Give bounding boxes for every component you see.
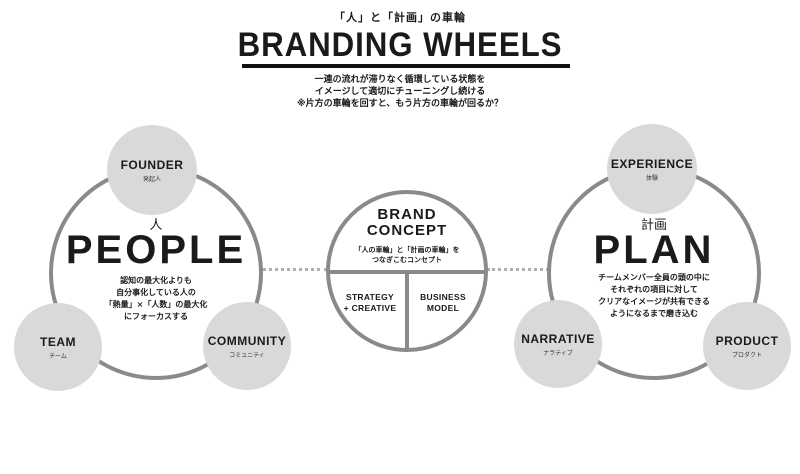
community-node: COMMUNITY コミュニティ bbox=[203, 302, 291, 390]
plan-title: PLAN bbox=[593, 228, 715, 272]
founder-node: FOUNDER 発起人 bbox=[107, 125, 197, 215]
brand-concept-title-line: BRAND bbox=[377, 206, 437, 223]
experience-node: EXPERIENCE 体験 bbox=[607, 124, 697, 214]
strategy-creative-line: STRATEGY bbox=[345, 292, 395, 302]
brand-concept-title: BRAND CONCEPT bbox=[326, 207, 488, 239]
connector-left bbox=[262, 268, 328, 271]
narrative-node: NARRATIVE ナラティブ bbox=[514, 300, 602, 388]
experience-jp-label: 体験 bbox=[645, 174, 658, 182]
people-description-line: にフォーカスする bbox=[124, 312, 188, 321]
brand-concept-subtitle-line: 「人の車輪」と「計画の車輪」を bbox=[354, 246, 460, 254]
product-node: PRODUCT プロダクト bbox=[703, 302, 791, 390]
description-line: イメージして適切にチューニングし続ける bbox=[314, 87, 486, 97]
strategy-creative-line: + CREATIVE bbox=[343, 303, 397, 313]
plan-description-line: チームメンバー全員の頭の中に bbox=[598, 273, 710, 282]
business-model-line: MODEL bbox=[426, 303, 460, 313]
people-title: PEOPLE bbox=[65, 228, 247, 272]
experience-label: EXPERIENCE bbox=[610, 156, 694, 171]
founder-label: FOUNDER bbox=[120, 157, 184, 172]
product-label: PRODUCT bbox=[715, 333, 779, 348]
brand-concept-subtitle-line: つなぎこむコンセプト bbox=[372, 256, 442, 264]
product-jp-label: プロダクト bbox=[731, 351, 762, 359]
description: 一連の流れが滞りなく循環している状態を イメージして適切にチューニングし続ける … bbox=[0, 74, 800, 110]
community-jp-label: コミュニティ bbox=[229, 351, 265, 359]
business-model-line: BUSINESS bbox=[420, 292, 466, 302]
founder-jp-label: 発起人 bbox=[142, 175, 161, 183]
people-description-line: 自分事化している人の bbox=[116, 288, 196, 297]
diagram-title: BRANDING WHEELS bbox=[237, 26, 563, 64]
people-kanji: 人 bbox=[149, 218, 163, 233]
narrative-jp-label: ナラティブ bbox=[543, 349, 573, 357]
people-description-line: 認知の最大化よりも bbox=[120, 276, 192, 285]
brand-concept-subtitle: 「人の車輪」と「計画の車輪」を つなぎこむコンセプト bbox=[326, 245, 488, 265]
team-node: TEAM チーム bbox=[14, 303, 102, 391]
description-line: ※片方の車輪を回すと、もう片方の車輪が回るか？ bbox=[296, 99, 504, 109]
business-model-label: BUSINESS MODEL bbox=[408, 292, 478, 314]
plan-description-line: ようになるまで磨き込む bbox=[610, 309, 698, 318]
title-underline bbox=[242, 64, 570, 68]
community-label: COMMUNITY bbox=[207, 333, 287, 348]
brand-concept-title-line: CONCEPT bbox=[366, 222, 448, 239]
plan-description: チームメンバー全員の頭の中に それぞれの項目に対して クリアなイメージが共有でき… bbox=[547, 272, 761, 320]
plan-description-line: それぞれの項目に対して bbox=[610, 285, 698, 294]
team-jp-label: チーム bbox=[49, 352, 67, 360]
concept-divider-vertical bbox=[405, 272, 409, 350]
people-description: 認知の最大化よりも 自分事化している人の 「熱量」×「人数」の最大化 にフォーカ… bbox=[49, 275, 263, 323]
narrative-label: NARRATIVE bbox=[521, 331, 595, 346]
plan-kanji: 計画 bbox=[640, 218, 667, 233]
people-description-line: 「熱量」×「人数」の最大化 bbox=[104, 300, 208, 309]
connector-right bbox=[487, 268, 549, 271]
plan-description-line: クリアなイメージが共有できる bbox=[598, 297, 710, 306]
team-label: TEAM bbox=[40, 334, 76, 349]
diagram-subtitle: 「人」と「計画」の車輪 bbox=[334, 11, 466, 24]
description-line: 一連の流れが滞りなく循環している状態を bbox=[314, 75, 486, 85]
strategy-creative-label: STRATEGY + CREATIVE bbox=[334, 292, 406, 314]
